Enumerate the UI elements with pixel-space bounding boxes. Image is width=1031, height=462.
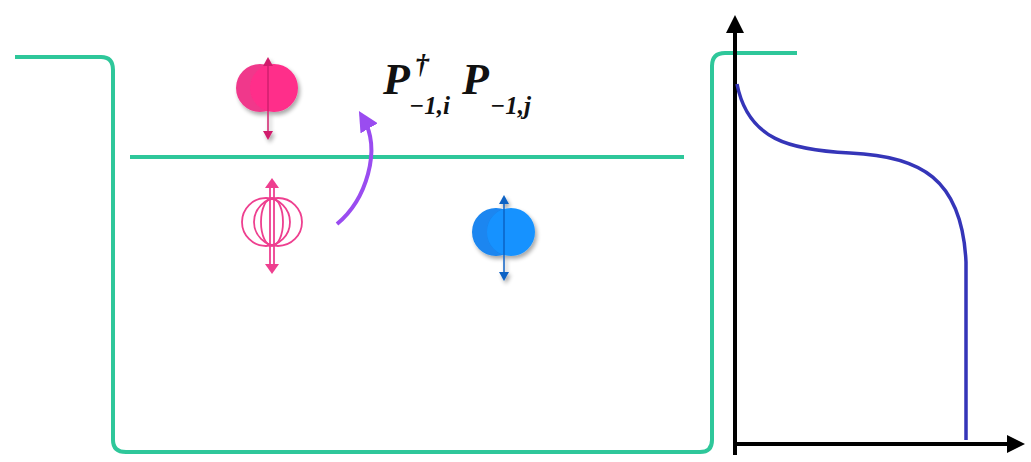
operator-symbol: P bbox=[383, 58, 410, 102]
operator-subscript: −1,i bbox=[409, 93, 450, 118]
operator-symbol: P bbox=[462, 58, 489, 102]
hole-symbol bbox=[242, 178, 302, 274]
excitation-arrow bbox=[337, 118, 371, 224]
potential-well bbox=[15, 53, 797, 452]
distribution-curve bbox=[737, 84, 966, 440]
excited-particle bbox=[236, 57, 298, 140]
x-axis bbox=[733, 442, 1016, 446]
ground-particle bbox=[472, 195, 535, 281]
dagger-superscript: † bbox=[415, 50, 429, 78]
energy-level bbox=[130, 155, 684, 159]
operator-subscript: −1,j bbox=[490, 93, 531, 118]
